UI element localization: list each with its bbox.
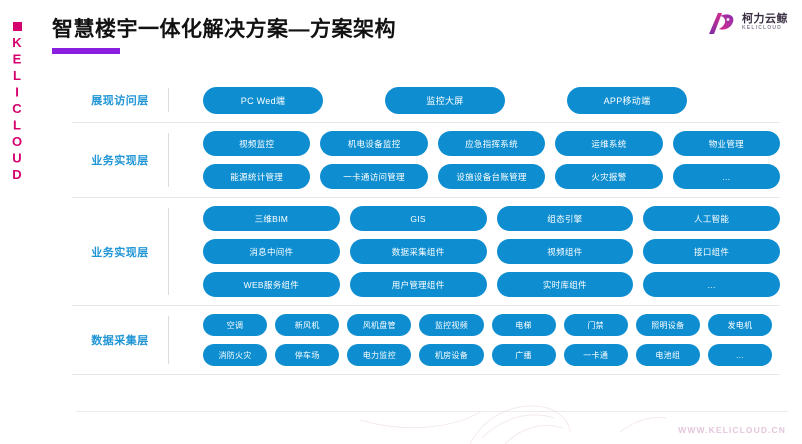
module-chip[interactable]: 电梯 — [491, 314, 556, 336]
keli-whale-logo-icon — [707, 10, 737, 36]
module-chip[interactable]: 应急指挥系统 — [437, 131, 546, 156]
module-chip[interactable]: 监控大屏 — [385, 86, 505, 114]
title-accent-bar — [52, 48, 120, 55]
footer-url: WWW.KELICLOUD.CN — [678, 425, 786, 435]
layer-3: 业务实现层 三维BIM GIS 组态引擎人工智能消息中间件数据采集组件视频组件接口组件… — [72, 198, 780, 306]
module-chip[interactable]: 风机盘管 — [347, 314, 412, 336]
layer-2: 业务实现层视频监控机电设备监控应急指挥系统运维系统物业管理能源统计管理一卡通访问… — [72, 123, 781, 198]
layer-body: PC Wed端 监控大屏 APP移动端 — [169, 79, 780, 122]
module-chip[interactable]: 机电设备监控 — [320, 131, 428, 156]
page-title: 智慧楼宇一体化解决方案—方案架构 — [52, 18, 396, 41]
module-chip[interactable]: 消息中间件 — [203, 239, 340, 264]
module-chip[interactable]: GIS — [349, 206, 487, 231]
module-chip[interactable]: 火灾报警 — [555, 164, 663, 189]
module-chip[interactable]: 视频组件 — [496, 239, 634, 264]
brand-rail-label: KELICLOUD — [9, 35, 25, 184]
module-chip[interactable]: WEB服务组件 — [203, 272, 340, 297]
logo-text-en: KELICLOUD — [742, 25, 782, 32]
module-chip[interactable]: 用户管理组件 — [349, 272, 487, 297]
layer-label: 展现访问层 — [91, 95, 149, 107]
module-chip[interactable]: 新风机 — [275, 314, 340, 336]
layer-label: 业务实现层 — [91, 246, 149, 259]
chip-row: 视频监控机电设备监控应急指挥系统运维系统物业管理 — [203, 131, 781, 156]
chip-row: PC Wed端 监控大屏 APP移动端 — [203, 86, 780, 114]
module-chip[interactable]: 组态引擎 — [496, 206, 634, 231]
module-chip[interactable]: 人工智能 — [643, 206, 780, 231]
module-chip[interactable]: 设施设备台账管理 — [437, 164, 546, 189]
logo-text-cn: 柯力云鲸 — [742, 13, 788, 26]
layer-divider — [168, 208, 169, 295]
module-chip[interactable]: 机房设备 — [419, 344, 484, 366]
module-chip[interactable]: 三维BIM — [203, 206, 340, 231]
module-chip[interactable]: ... — [672, 164, 781, 189]
chip-row: 空调新风机风机盘管监控视频电梯门禁照明设备发电机 — [203, 314, 780, 336]
module-chip[interactable]: 监控视频 — [419, 314, 484, 336]
module-chip[interactable]: APP移动端 — [567, 86, 687, 114]
footer-divider — [76, 411, 788, 412]
layer-divider — [168, 133, 169, 187]
architecture-diagram: 展现访问层 PC Wed端 监控大屏 APP移动端业务实现层 视频监控机电设备监控应急指… — [72, 78, 781, 375]
module-chip[interactable]: 一卡通 — [563, 344, 628, 366]
layer-divider — [168, 316, 169, 364]
chip-row: 能源统计管理一卡通访问管理设施设备台账管理火灾报警... — [203, 164, 781, 189]
layer-body: 空调新风机风机盘管监控视频电梯门禁照明设备发电机消防火灾停车场电力监控机房设备广… — [169, 306, 780, 374]
module-chip[interactable]: 运维系统 — [555, 131, 663, 156]
module-chip[interactable]: 能源统计管理 — [203, 164, 311, 189]
module-chip[interactable]: 空调 — [203, 314, 268, 336]
module-chip[interactable]: 接口组件 — [643, 239, 780, 264]
module-chip[interactable]: 电力监控 — [347, 344, 412, 366]
layer-4: 数据采集层空调新风机风机盘管监控视频电梯门禁照明设备发电机消防火灾停车场电力监控… — [72, 306, 780, 375]
layer-label: 业务实现层 — [91, 155, 149, 167]
chip-row: 消息中间件数据采集组件视频组件接口组件 — [203, 239, 780, 264]
module-chip[interactable]: 电池组 — [635, 344, 700, 366]
module-chip[interactable]: 消防火灾 — [203, 344, 268, 366]
module-chip[interactable]: 实时库组件 — [496, 272, 634, 297]
chip-row: WEB服务组件用户管理组件实时库组件... — [203, 272, 780, 297]
module-chip[interactable]: 一卡通访问管理 — [320, 164, 428, 189]
layer-1: 展现访问层 PC Wed端 监控大屏 APP移动端 — [72, 78, 780, 123]
chip-row: 消防火灾停车场电力监控机房设备广播一卡通电池组... — [203, 344, 780, 366]
module-chip[interactable]: 物业管理 — [672, 131, 781, 156]
module-chip[interactable]: ... — [643, 272, 780, 297]
layer-divider — [168, 88, 169, 112]
module-chip[interactable]: PC Wed端 — [203, 86, 323, 114]
layer-body: 三维BIM GIS 组态引擎人工智能消息中间件数据采集组件视频组件接口组件 WEB服务… — [169, 198, 780, 305]
chip-row: 三维BIM GIS 组态引擎人工智能 — [203, 206, 780, 231]
module-chip[interactable]: 发电机 — [707, 314, 772, 336]
brand-rail: KELICLOUD — [0, 0, 34, 444]
title-block: 智慧楼宇一体化解决方案—方案架构 — [52, 18, 396, 55]
module-chip[interactable]: 视频监控 — [203, 131, 311, 156]
module-chip[interactable]: ... — [707, 344, 772, 366]
layer-body: 视频监控机电设备监控应急指挥系统运维系统物业管理能源统计管理一卡通访问管理设施设… — [169, 123, 781, 197]
layer-label: 数据采集层 — [91, 335, 149, 347]
module-chip[interactable]: 门禁 — [563, 314, 628, 336]
brand-rail-tick — [12, 22, 22, 31]
decorative-watermark — [359, 405, 667, 444]
module-chip[interactable]: 数据采集组件 — [349, 239, 487, 264]
module-chip[interactable]: 停车场 — [275, 344, 340, 366]
company-logo: 柯力云鲸 KELICLOUD — [707, 9, 788, 37]
module-chip[interactable]: 照明设备 — [635, 314, 700, 336]
module-chip[interactable]: 广播 — [491, 344, 556, 366]
